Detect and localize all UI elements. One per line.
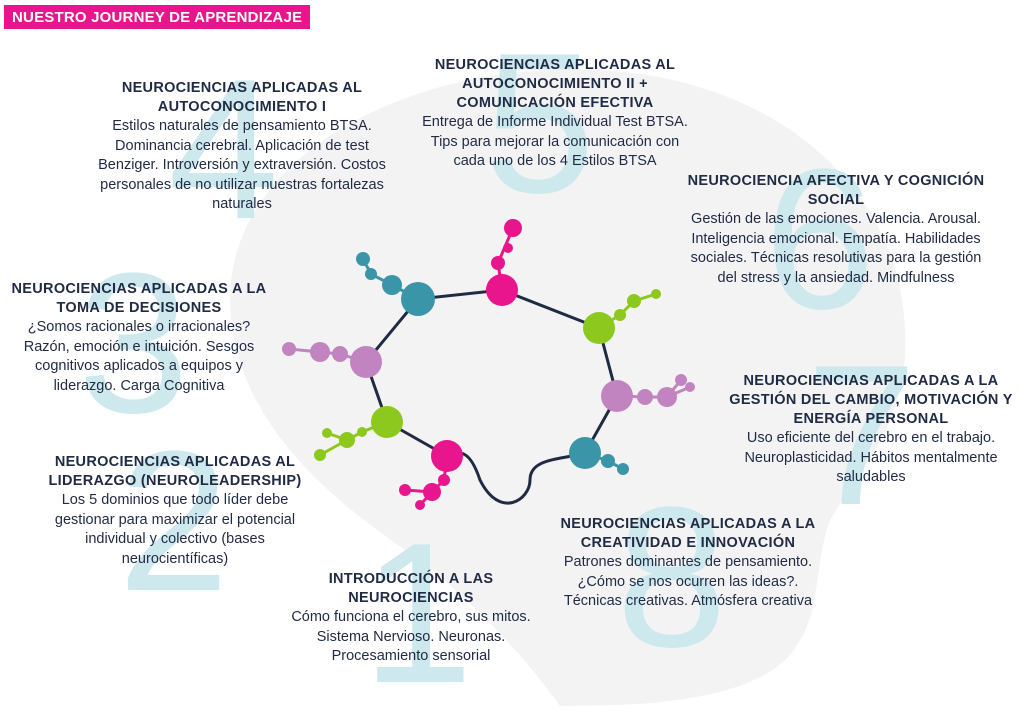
module-6-description: Gestión de las emociones. Valencia. Arou… [690,211,982,286]
node-magenta-bottom [431,440,463,472]
module-7-description: Uso eficiente del cerebro en el trabajo.… [744,430,998,485]
node-lilac-right [601,380,633,412]
module-7-title: NEUROCIENCIAS APLICADAS A LA GESTIÓN DEL… [729,373,1013,427]
page-title: NUESTRO JOURNEY DE APRENDIZAJE [4,5,311,29]
module-2-description: Los 5 dominios que todo líder debe gesti… [54,492,296,567]
module-3-card: NEUROCIENCIAS APLICADAS A LA TOMA DE DEC… [8,280,270,396]
module-8-description: Patrones dominantes de pensamiento. ¿Cóm… [563,554,813,609]
module-4-description: Estilos naturales de pensamiento BTSA. D… [98,118,386,212]
head-silhouette [230,69,906,706]
node-teal-top [401,282,435,316]
node-teal-bottom [569,437,601,469]
module-2-title: NEUROCIENCIAS APLICADAS AL LIDERAZGO (NE… [48,454,302,489]
module-6-card: NEUROCIENCIA AFECTIVA Y COGNICIÓN SOCIAL… [682,172,990,288]
network-connector-path [364,288,619,505]
module-1-title: INTRODUCCIÓN A LAS NEUROCIENCIAS [328,571,494,606]
module-3-description: ¿Somos racionales o irracionales? Razón,… [23,319,255,394]
module-5-card: NEUROCIENCIAS APLICADAS AL AUTOCONOCIMIE… [420,56,690,172]
node-lime-right [583,312,615,344]
module-4-card: NEUROCIENCIAS APLICADAS AL AUTOCONOCIMIE… [96,79,388,215]
module-4-title: NEUROCIENCIAS APLICADAS AL AUTOCONOCIMIE… [121,80,363,115]
module-3-title: NEUROCIENCIAS APLICADAS A LA TOMA DE DEC… [11,281,267,316]
node-magenta-main [486,274,518,306]
module-5-title: NEUROCIENCIAS APLICADAS AL AUTOCONOCIMIE… [434,57,676,111]
node-lilac-left [350,346,382,378]
neuron-branches [288,227,691,507]
neuron-nodes [282,219,695,510]
module-5-description: Entrega de Informe Individual Test BTSA.… [422,114,688,169]
module-8-title: NEUROCIENCIAS APLICADAS A LA CREATIVIDAD… [560,516,816,551]
module-8-card: NEUROCIENCIAS APLICADAS A LA CREATIVIDAD… [548,515,828,612]
module-2-card: NEUROCIENCIAS APLICADAS AL LIDERAZGO (NE… [40,453,310,569]
module-7-card: NEUROCIENCIAS APLICADAS A LA GESTIÓN DEL… [724,372,1018,488]
module-1-description: Cómo funciona el cerebro, sus mitos. Sis… [291,609,531,664]
module-1-card: INTRODUCCIÓN A LAS NEUROCIENCIAS Cómo fu… [272,570,550,667]
module-6-title: NEUROCIENCIA AFECTIVA Y COGNICIÓN SOCIAL [687,173,985,208]
node-lime-left [371,406,403,438]
